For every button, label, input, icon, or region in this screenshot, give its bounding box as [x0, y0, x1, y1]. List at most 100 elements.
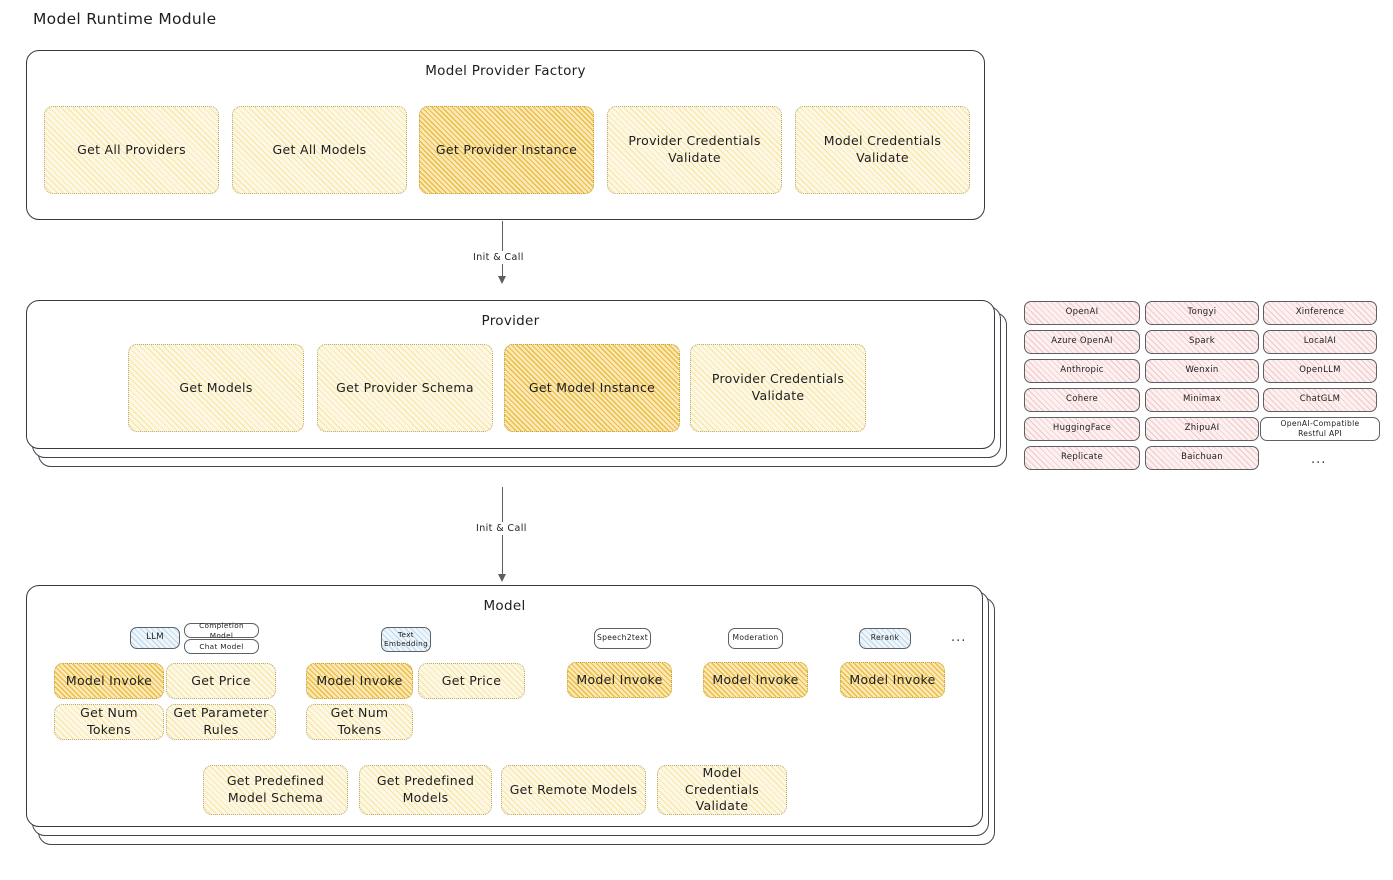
model-type-label: LLM — [146, 632, 164, 643]
model-type-label: Rerank — [870, 633, 900, 643]
provider-chip-openllm[interactable]: OpenLLM — [1263, 359, 1377, 383]
provider-chip-label: Azure OpenAI — [1051, 336, 1113, 347]
provider-chip-label: Baichuan — [1181, 452, 1223, 463]
model-type-rerank[interactable]: Rerank — [859, 628, 911, 649]
model-type-label: Moderation — [732, 633, 779, 643]
method-label: Model Invoke — [712, 671, 799, 687]
provider-chip-label: Spark — [1189, 336, 1215, 347]
provider-chip-label: ZhipuAI — [1184, 423, 1220, 434]
provider-chip-label: OpenLLM — [1299, 365, 1341, 376]
provider-chip-openai[interactable]: OpenAI — [1024, 301, 1140, 325]
llm-method-model-invoke[interactable]: Model Invoke — [54, 663, 164, 699]
provider-item-get-model-instance[interactable]: Get Model Instance — [504, 344, 680, 432]
model-common-method-get-remote-models[interactable]: Get Remote Models — [501, 765, 646, 815]
provider-chip-label: Xinference — [1295, 307, 1345, 318]
provider-item-get-models[interactable]: Get Models — [128, 344, 304, 432]
speech2text-method-model-invoke[interactable]: Model Invoke — [567, 662, 672, 698]
factory-item-provider-credentials-validate[interactable]: Provider Credentials Validate — [607, 106, 782, 194]
method-label: Get Num Tokens — [330, 705, 389, 737]
model-common-method-get-predefined-models[interactable]: Get Predefined Models — [359, 765, 492, 815]
method-label: Get Predefined Models — [376, 773, 475, 805]
provider-item-label: Provider Credentials Validate — [711, 371, 845, 403]
text-embedding-method-get-num-tokens[interactable]: Get Num Tokens — [306, 704, 413, 740]
provider-chip-anthropic[interactable]: Anthropic — [1024, 359, 1140, 383]
provider-chip-openai-compatible-restful-api[interactable]: OpenAI-Compatible Restful API — [1260, 417, 1380, 441]
factory-item-get-provider-instance[interactable]: Get Provider Instance — [419, 106, 594, 194]
provider-item-label: Get Models — [179, 379, 253, 395]
model-common-method-get-predefined-model-schema[interactable]: Get Predefined Model Schema — [203, 765, 348, 815]
provider-chip-wenxin[interactable]: Wenxin — [1145, 359, 1259, 383]
provider-title: Provider — [481, 313, 540, 329]
method-label: Get Num Tokens — [80, 705, 138, 737]
arrow-factory-to-provider-label: Init & Call — [469, 251, 528, 264]
provider-chip-azure-openai[interactable]: Azure OpenAI — [1024, 330, 1140, 354]
provider-chip-chatglm[interactable]: ChatGLM — [1263, 388, 1377, 412]
model-subtype-chat-model[interactable]: Chat Model — [184, 639, 259, 654]
llm-method-get-num-tokens[interactable]: Get Num Tokens — [54, 704, 164, 740]
method-label: Model Invoke — [849, 671, 936, 687]
provider-chip-label: Tongyi — [1187, 307, 1217, 318]
provider-chip-localai[interactable]: LocalAI — [1263, 330, 1377, 354]
method-label: Model Credentials Validate — [684, 764, 760, 814]
model-provider-factory-title: Model Provider Factory — [425, 63, 586, 79]
method-label: Get Price — [191, 672, 251, 688]
model-type-text-embedding[interactable]: Text Embedding — [381, 627, 431, 652]
model-type-label: Speech2text — [596, 633, 649, 643]
provider-chip-label: Anthropic — [1060, 365, 1104, 376]
provider-chip-tongyi[interactable]: Tongyi — [1145, 301, 1259, 325]
model-common-method-model-credentials-validate[interactable]: Model Credentials Validate — [657, 765, 787, 815]
factory-item-model-credentials-validate[interactable]: Model Credentials Validate — [795, 106, 970, 194]
page-title: Model Runtime Module — [33, 10, 217, 28]
provider-chip-xinference[interactable]: Xinference — [1263, 301, 1377, 325]
factory-item-label: Get All Providers — [77, 141, 186, 157]
provider-item-label: Get Provider Schema — [336, 379, 474, 395]
provider-chip-label: ChatGLM — [1299, 394, 1341, 405]
provider-item-get-provider-schema[interactable]: Get Provider Schema — [317, 344, 493, 432]
llm-method-get-price[interactable]: Get Price — [166, 663, 276, 699]
provider-chip-label: OpenAI — [1065, 307, 1099, 318]
provider-chip-label: Minimax — [1182, 394, 1222, 405]
arrow-factory-to-provider-line — [502, 221, 504, 279]
model-type-label: Text Embedding — [383, 630, 429, 648]
factory-item-get-all-models[interactable]: Get All Models — [232, 106, 407, 194]
provider-list-more-ellipsis: ... — [1311, 452, 1327, 467]
provider-chip-zhipuai[interactable]: ZhipuAI — [1145, 417, 1259, 441]
arrow-provider-to-model-head — [498, 574, 506, 582]
provider-chip-label: LocalAI — [1303, 336, 1337, 347]
model-subtype-label: Completion Model — [199, 620, 244, 640]
method-label: Get Price — [441, 672, 502, 688]
model-type-llm[interactable]: LLM — [130, 627, 180, 649]
rerank-method-model-invoke[interactable]: Model Invoke — [840, 662, 945, 698]
provider-chip-label: Replicate — [1060, 452, 1104, 463]
factory-item-label: Model Credentials Validate — [823, 133, 942, 165]
provider-chip-label: OpenAI-Compatible Restful API — [1280, 418, 1360, 438]
provider-item-label: Get Model Instance — [528, 379, 656, 395]
moderation-method-model-invoke[interactable]: Model Invoke — [703, 662, 808, 698]
provider-chip-spark[interactable]: Spark — [1145, 330, 1259, 354]
method-label: Model Invoke — [65, 672, 153, 688]
text-embedding-method-get-price[interactable]: Get Price — [418, 663, 525, 699]
provider-item-provider-credentials-validate[interactable]: Provider Credentials Validate — [690, 344, 866, 432]
method-label: Get Predefined Model Schema — [226, 773, 325, 805]
provider-chip-minimax[interactable]: Minimax — [1145, 388, 1259, 412]
model-subtype-completion-model[interactable]: Completion Model — [184, 620, 259, 640]
model-types-more-ellipsis: ... — [951, 630, 967, 645]
provider-chip-label: Wenxin — [1185, 365, 1219, 376]
provider-chip-cohere[interactable]: Cohere — [1024, 388, 1140, 412]
provider-chip-label: Cohere — [1065, 394, 1099, 405]
provider-chip-baichuan[interactable]: Baichuan — [1145, 446, 1259, 470]
model-type-moderation[interactable]: Moderation — [728, 628, 783, 649]
factory-item-get-all-providers[interactable]: Get All Providers — [44, 106, 219, 194]
llm-method-get-parameter-rules[interactable]: Get Parameter Rules — [166, 704, 276, 740]
factory-item-label: Get All Models — [272, 141, 367, 157]
provider-chip-replicate[interactable]: Replicate — [1024, 446, 1140, 470]
provider-chip-label: HuggingFace — [1052, 423, 1112, 434]
model-type-speech2text[interactable]: Speech2text — [594, 628, 651, 649]
provider-chip-huggingface[interactable]: HuggingFace — [1024, 417, 1140, 441]
factory-item-label: Provider Credentials Validate — [628, 133, 761, 165]
text-embedding-method-model-invoke[interactable]: Model Invoke — [306, 663, 413, 699]
method-label: Model Invoke — [316, 672, 403, 688]
arrow-provider-to-model-label: Init & Call — [472, 522, 531, 535]
method-label: Get Remote Models — [509, 781, 638, 797]
